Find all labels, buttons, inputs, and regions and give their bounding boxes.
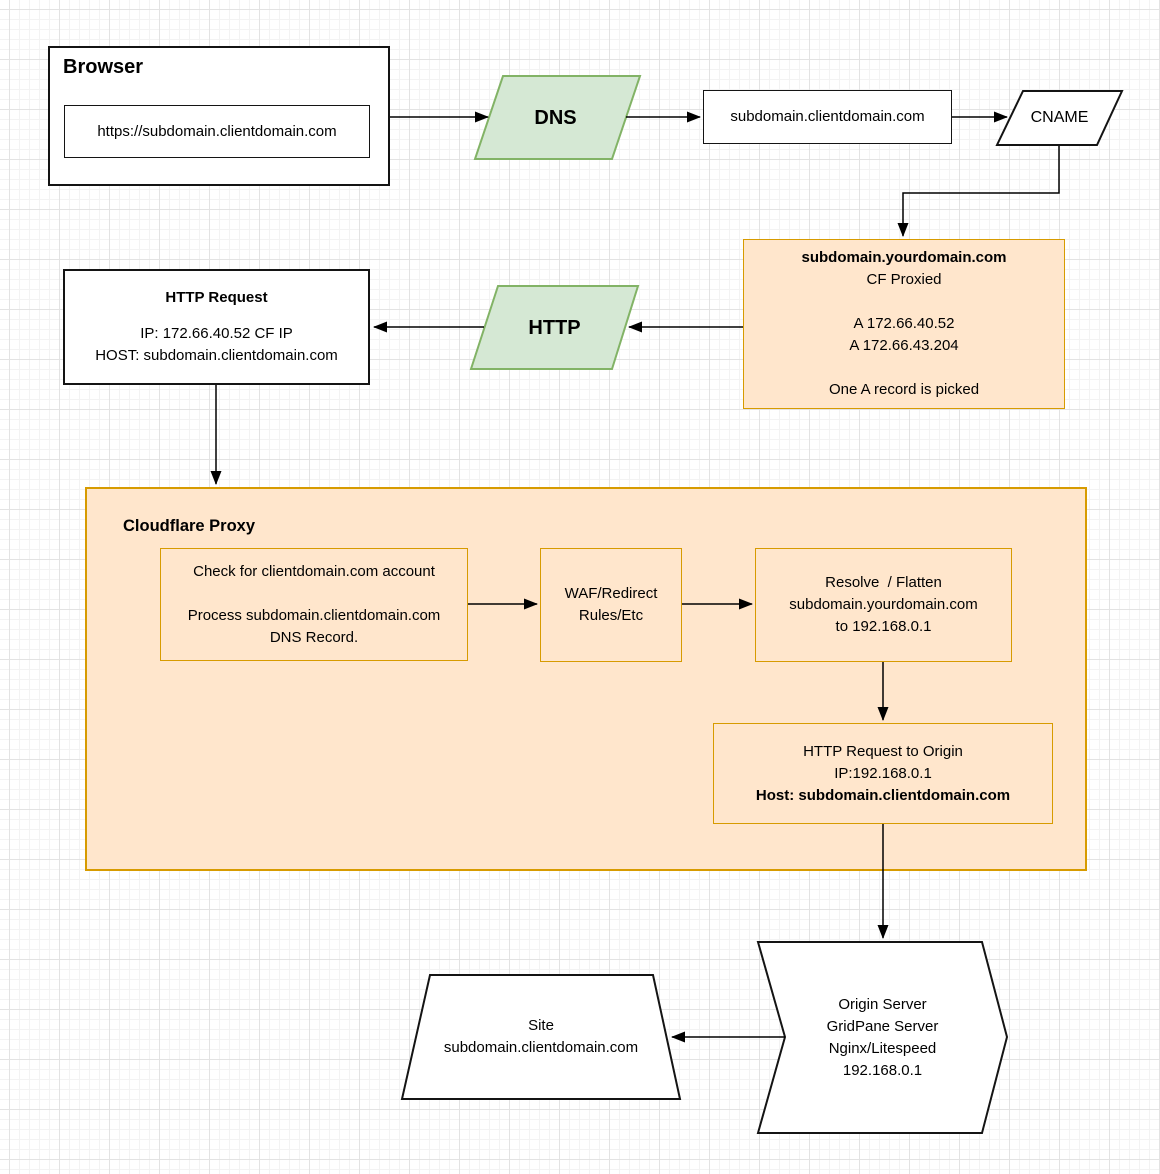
cname-node[interactable] — [995, 89, 1124, 147]
dns-result-label: subdomain.clientdomain.com — [730, 108, 925, 125]
waf-line: WAF/Redirect — [564, 585, 658, 602]
cname-shape — [995, 90, 1124, 146]
site-node[interactable] — [400, 973, 682, 1101]
waf-line: Rules/Etc — [578, 607, 644, 624]
dns-result-node[interactable]: subdomain.clientdomain.com — [703, 90, 952, 144]
dns-node[interactable] — [469, 74, 642, 161]
edge-cname-to-a-record — [897, 146, 1060, 237]
http-request-line: IP: 172.66.40.52 CF IP — [140, 325, 293, 342]
http-request-line: HOST: subdomain.clientdomain.com — [95, 347, 338, 364]
browser-url: https://subdomain.clientdomain.com — [97, 122, 337, 140]
resolve-flatten-line: to 192.168.0.1 — [835, 618, 932, 635]
http-node[interactable] — [469, 284, 640, 371]
check-account-node[interactable]: Check for clientdomain.com account Proce… — [160, 548, 468, 661]
http-shape — [469, 285, 640, 370]
origin-server-shape — [756, 941, 1009, 1134]
a-record-line: A 172.66.40.52 — [853, 315, 955, 332]
http-request-node[interactable]: HTTP Request IP: 172.66.40.52 CF IP HOST… — [63, 269, 370, 385]
a-record-line: CF Proxied — [866, 271, 942, 288]
check-account-line: DNS Record. — [269, 628, 359, 646]
resolve-flatten-node[interactable]: Resolve / Flatten subdomain.yourdomain.c… — [755, 548, 1012, 662]
dns-shape — [473, 75, 642, 160]
a-record-node[interactable]: subdomain.yourdomain.com CF Proxied A 17… — [743, 239, 1065, 409]
cloudflare-proxy-title: Cloudflare Proxy — [123, 517, 256, 535]
resolve-flatten-line: Resolve / Flatten — [825, 574, 942, 591]
a-record-line: subdomain.yourdomain.com — [801, 249, 1007, 266]
resolve-flatten-line: subdomain.yourdomain.com — [789, 596, 978, 613]
browser-title: Browser — [63, 56, 144, 78]
browser-url-box[interactable]: https://subdomain.clientdomain.com — [64, 105, 370, 158]
origin-request-line: Host: subdomain.clientdomain.com — [755, 786, 1011, 804]
origin-request-line: HTTP Request to Origin — [803, 742, 963, 760]
http-request-title: HTTP Request — [165, 289, 268, 306]
a-record-line: A 172.66.43.204 — [849, 337, 959, 354]
site-shape — [400, 974, 682, 1100]
waf-node[interactable]: WAF/Redirect Rules/Etc — [540, 548, 682, 662]
a-record-line: One A record is picked — [828, 381, 980, 398]
check-account-line: Check for clientdomain.com account — [193, 562, 435, 580]
origin-server-node[interactable] — [756, 940, 1009, 1135]
check-account-line: Process subdomain.clientdomain.com — [187, 606, 441, 624]
origin-request-line: IP:192.168.0.1 — [834, 764, 932, 782]
origin-request-node[interactable]: HTTP Request to Origin IP:192.168.0.1 Ho… — [713, 723, 1053, 824]
browser-node[interactable]: Browser https://subdomain.clientdomain.c… — [48, 46, 390, 186]
